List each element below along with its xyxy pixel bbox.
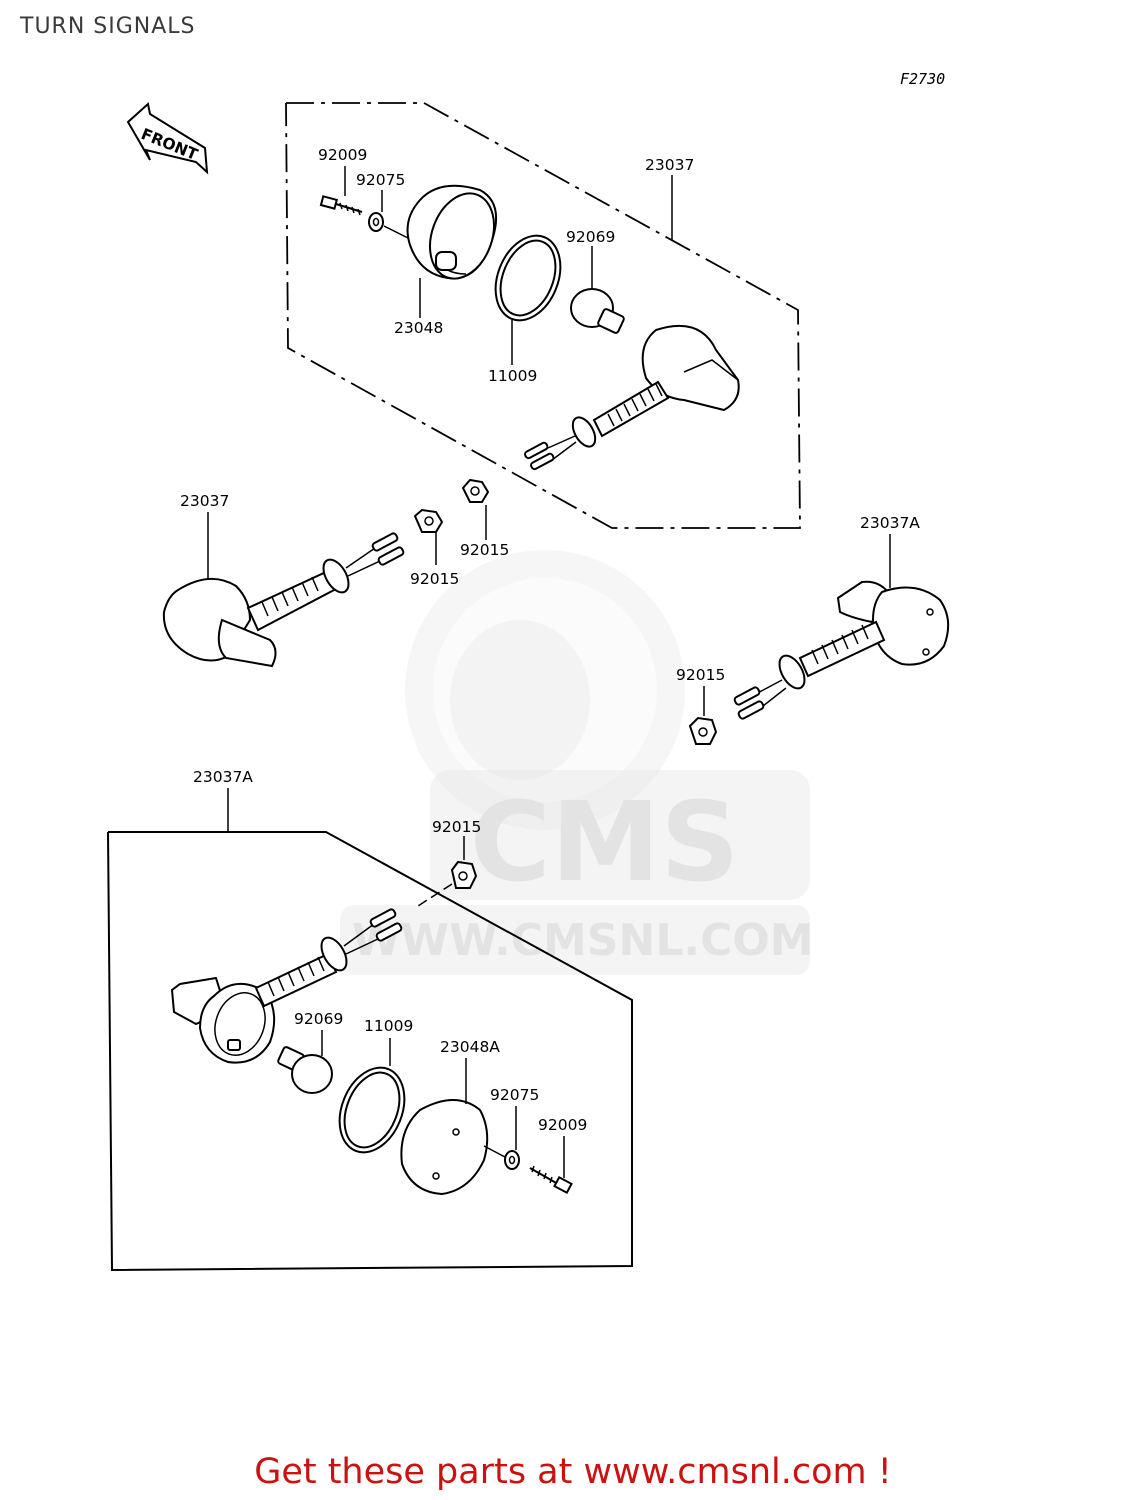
label-nut-b: 92015 <box>410 570 459 588</box>
upper-washer-icon <box>368 212 384 232</box>
figure-code: F2730 <box>900 70 945 88</box>
label-upper-assembly: 23037 <box>645 156 694 174</box>
lower-lens-icon <box>400 1099 489 1196</box>
nut-a-icon <box>461 478 490 503</box>
page-title: TURN SIGNALS <box>20 14 196 39</box>
label-upper-gasket: 11009 <box>488 367 537 385</box>
lower-washer-icon <box>483 1145 520 1170</box>
upper-lens-icon <box>383 184 497 280</box>
upper-assembly-box <box>285 102 801 529</box>
lower-signal-body-icon <box>170 908 403 1064</box>
lower-screw-icon <box>529 1165 573 1195</box>
parts-diagram: CMS WWW.CMSNL.COM F2730 FRONT 92009 9207… <box>107 70 950 1272</box>
label-lower-lens: 23048A <box>440 1038 500 1056</box>
label-upper-lens: 23048 <box>394 319 443 337</box>
label-right-assembly: 23037A <box>860 514 920 532</box>
lower-gasket-icon <box>338 1066 406 1154</box>
front-arrow-icon: FRONT <box>126 102 209 175</box>
watermark-url: WWW.CMSNL.COM <box>352 915 814 966</box>
label-lower-nut: 92015 <box>432 818 481 836</box>
lower-assembly-box <box>107 831 633 1272</box>
label-nut-a: 92015 <box>460 541 509 559</box>
label-upper-screw: 92009 <box>318 146 367 164</box>
label-lower-washer: 92075 <box>490 1086 539 1104</box>
upper-bulb-icon <box>570 288 625 334</box>
upper-screw-icon <box>319 195 363 216</box>
label-lower-bulb: 92069 <box>294 1010 343 1028</box>
label-lower-gasket: 11009 <box>364 1017 413 1035</box>
lower-nut-icon <box>450 860 478 889</box>
right-nut-icon <box>688 716 718 745</box>
label-lower-assembly: 23037A <box>193 768 253 786</box>
label-upper-bulb: 92069 <box>566 228 615 246</box>
nut-b-icon <box>413 508 444 533</box>
label-right-nut: 92015 <box>676 666 725 684</box>
watermark-brand: CMS <box>470 778 739 906</box>
left-signal-icon <box>162 532 405 668</box>
upper-signal-body-icon <box>524 325 740 471</box>
label-lower-screw: 92009 <box>538 1116 587 1134</box>
watermark-logo: CMS WWW.CMSNL.COM <box>340 550 814 975</box>
footer-link[interactable]: Get these parts at www.cmsnl.com ! <box>254 1452 892 1492</box>
right-signal-icon <box>733 580 950 720</box>
upper-gasket-icon <box>494 234 562 322</box>
lower-bulb-icon <box>277 1046 333 1094</box>
label-left-assembly: 23037 <box>180 492 229 510</box>
label-upper-washer: 92075 <box>356 171 405 189</box>
